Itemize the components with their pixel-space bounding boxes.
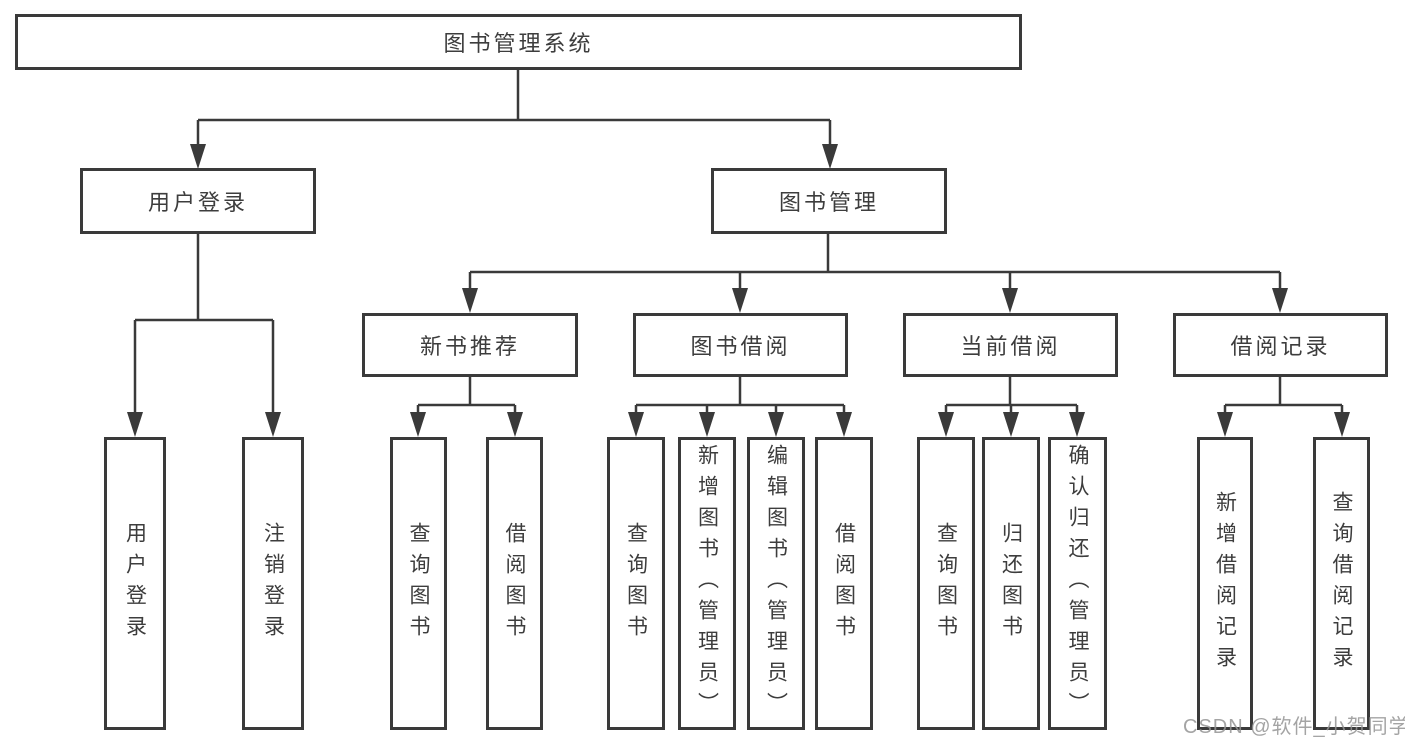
node-book-borrowing: 图书借阅 xyxy=(633,313,848,377)
arrowheads xyxy=(127,144,1350,437)
node-new-book-recommend: 新书推荐 xyxy=(362,313,578,377)
node-return-books-label: 归还图书 xyxy=(999,521,1023,646)
node-edit-books-admin: 编辑图书（管理员） xyxy=(747,437,805,730)
node-user-login: 用户登录 xyxy=(80,168,316,234)
node-user-login-leaf: 用户登录 xyxy=(104,437,166,730)
node-query-books-1: 查询图书 xyxy=(390,437,447,730)
node-root-label: 图书管理系统 xyxy=(443,31,594,56)
node-add-books-admin: 新增图书（管理员） xyxy=(678,437,736,730)
node-confirm-return-admin: 确认归还（管理员） xyxy=(1048,437,1107,730)
node-borrow-books-2: 借阅图书 xyxy=(815,437,873,730)
csdn-watermark: CSDN @软件_小贺同学 xyxy=(1183,716,1405,738)
node-query-books-1-label: 查询图书 xyxy=(407,521,430,646)
node-borrowing-records: 借阅记录 xyxy=(1173,313,1388,377)
node-query-books-3-label: 查询图书 xyxy=(934,521,958,646)
node-root: 图书管理系统 xyxy=(15,14,1022,70)
node-borrowing-records-label: 借阅记录 xyxy=(1230,334,1331,359)
node-logout-label: 注销登录 xyxy=(261,521,285,646)
node-add-borrow-record: 新增借阅记录 xyxy=(1197,437,1253,730)
node-add-books-admin-label: 新增图书（管理员） xyxy=(695,444,719,723)
node-borrow-books-1-label: 借阅图书 xyxy=(503,521,526,646)
node-book-borrowing-label: 图书借阅 xyxy=(690,334,791,359)
node-add-borrow-record-label: 新增借阅记录 xyxy=(1213,490,1237,677)
node-confirm-return-admin-label: 确认归还（管理员） xyxy=(1066,444,1089,723)
node-query-books-2-label: 查询图书 xyxy=(624,521,648,646)
node-current-borrowing: 当前借阅 xyxy=(903,313,1118,377)
node-new-book-recommend-label: 新书推荐 xyxy=(419,334,520,359)
node-book-management: 图书管理 xyxy=(711,168,947,234)
node-query-borrow-record: 查询借阅记录 xyxy=(1313,437,1370,730)
node-user-login-leaf-label: 用户登录 xyxy=(123,521,147,646)
node-query-books-3: 查询图书 xyxy=(917,437,975,730)
node-edit-books-admin-label: 编辑图书（管理员） xyxy=(764,444,788,723)
node-current-borrowing-label: 当前借阅 xyxy=(960,334,1061,359)
node-user-login-label: 用户登录 xyxy=(147,190,248,215)
node-book-management-label: 图书管理 xyxy=(778,190,879,215)
node-query-borrow-record-label: 查询借阅记录 xyxy=(1330,490,1353,677)
node-borrow-books-1: 借阅图书 xyxy=(486,437,543,730)
node-query-books-2: 查询图书 xyxy=(607,437,665,730)
node-logout: 注销登录 xyxy=(242,437,304,730)
node-return-books: 归还图书 xyxy=(982,437,1040,730)
node-borrow-books-2-label: 借阅图书 xyxy=(832,521,856,646)
